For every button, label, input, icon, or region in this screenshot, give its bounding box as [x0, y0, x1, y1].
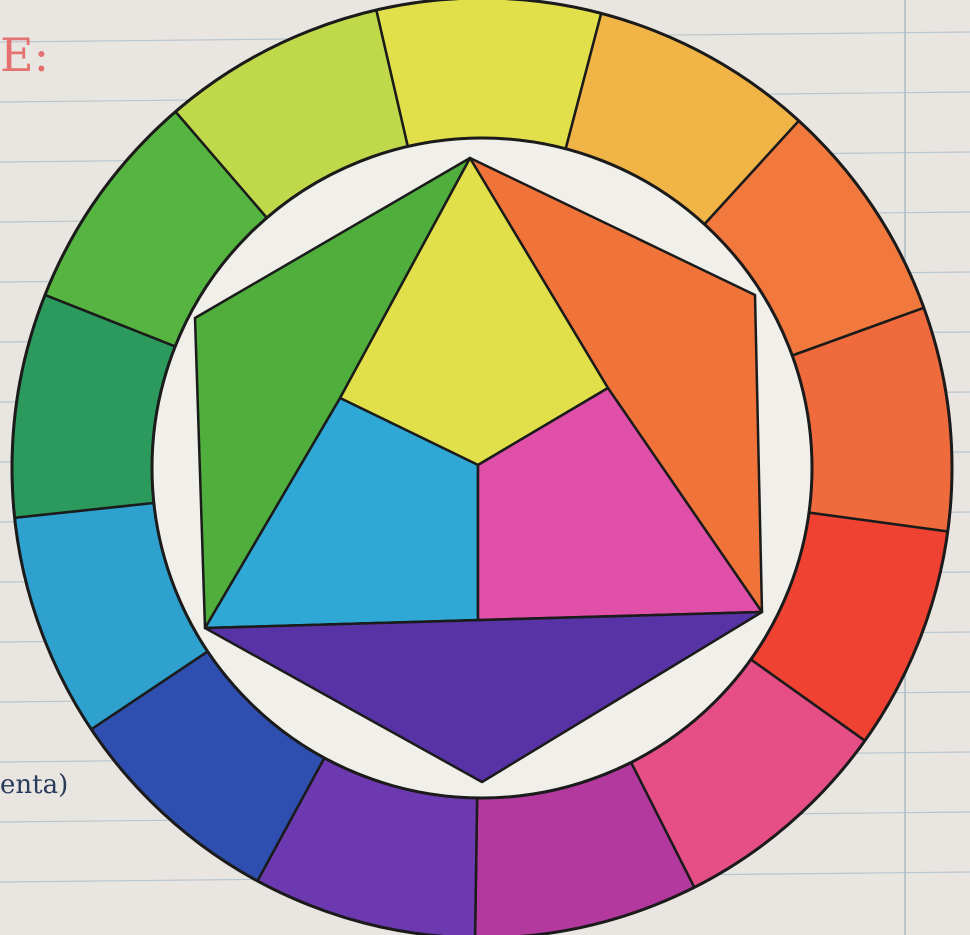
- handwriting-top: E:: [0, 28, 49, 82]
- color-wheel: [12, 0, 952, 935]
- ring-segment-yellow: [376, 0, 601, 149]
- handwriting-bottom: enta): [0, 770, 68, 800]
